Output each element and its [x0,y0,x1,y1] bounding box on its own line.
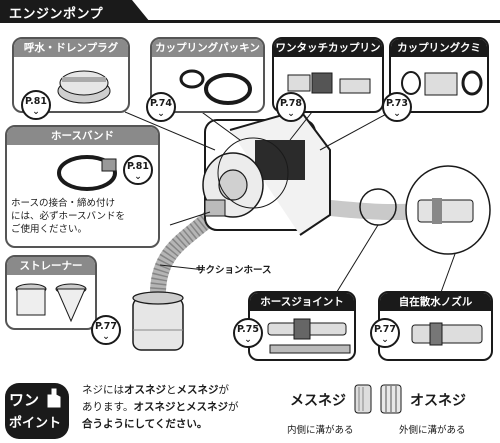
zoom-circle-outlet [217,137,289,209]
nozzle-icon [411,322,483,346]
callout-strainer: ストレーナー [5,255,97,330]
male-thread-icon [380,384,402,414]
female-thread-title: メスネジ [290,393,346,409]
page-ref-coupling-packing[interactable]: P.74⌄ [146,92,176,122]
engine-block [255,140,305,180]
male-thread-caption: 外側に溝がある [399,425,466,436]
packing-ring-icon [179,69,252,105]
drain-plug-icon [57,70,111,104]
callout-title: ホースバンド [7,127,158,145]
hand-point-icon [47,388,61,408]
hose-joint-icon [267,318,351,354]
callout-title: ストレーナー [7,257,95,275]
strainer-icon [15,283,87,323]
header-tab [0,0,150,22]
coupling-set-icon [401,70,483,96]
one-touch-coupling-icon [287,72,371,94]
hose-band-icon [57,155,117,191]
callout-coupling-set: カップリングクミ [389,37,489,113]
callout-title: 自在散水ノズル [380,293,491,311]
female-thread-icon [354,384,372,414]
callout-hose-joint: ホースジョイント [248,291,356,361]
page-ref-coupling-set[interactable]: P.73⌄ [382,92,412,122]
suction-hose-label: サクションホース [196,265,272,276]
callout-title: ワンタッチカップリング [274,39,382,72]
callout-title: ホースジョイント [250,293,354,311]
pump-body [202,152,264,218]
male-thread-title: オスネジ [410,393,466,409]
header-rule [0,20,500,23]
callout-hose-band: ホースバンド ホースの接合・締め付け には、必ずホースバンドを ご使用ください。 [5,125,160,248]
strainer-illustration [132,291,184,351]
callout-title: カップリングパッキン [152,39,263,57]
page-ref-one-touch[interactable]: P.78⌄ [276,92,306,122]
suction-hose [150,207,221,308]
page-ref-hose-joint[interactable]: P.75⌄ [233,318,263,348]
nozzle-detail [405,165,491,255]
callout-title: 呼水・ドレンプラグ [14,39,128,57]
female-thread-caption: 内側に溝がある [287,425,354,436]
tip-text: ネジにはオスネジとメスネジが あります。オスネジとメスネジが 合うようにしてくだ… [82,384,239,430]
page-ref-nozzle[interactable]: P.77⌄ [370,318,400,348]
hose-band-description: ホースの接合・締め付け には、必ずホースバンドを ご使用ください。 [11,198,126,235]
callout-title: カップリングクミ [391,39,487,57]
section-header: エンジンポンプ [0,0,500,24]
one-point-badge: ワン ポイント [5,383,69,439]
page-ref-strainer[interactable]: P.77⌄ [91,315,121,345]
page-title: エンジンポンプ [9,7,104,22]
page-ref-drain-plug[interactable]: P.81⌄ [21,90,51,120]
page-ref-hose-band[interactable]: P.81⌄ [123,155,153,185]
